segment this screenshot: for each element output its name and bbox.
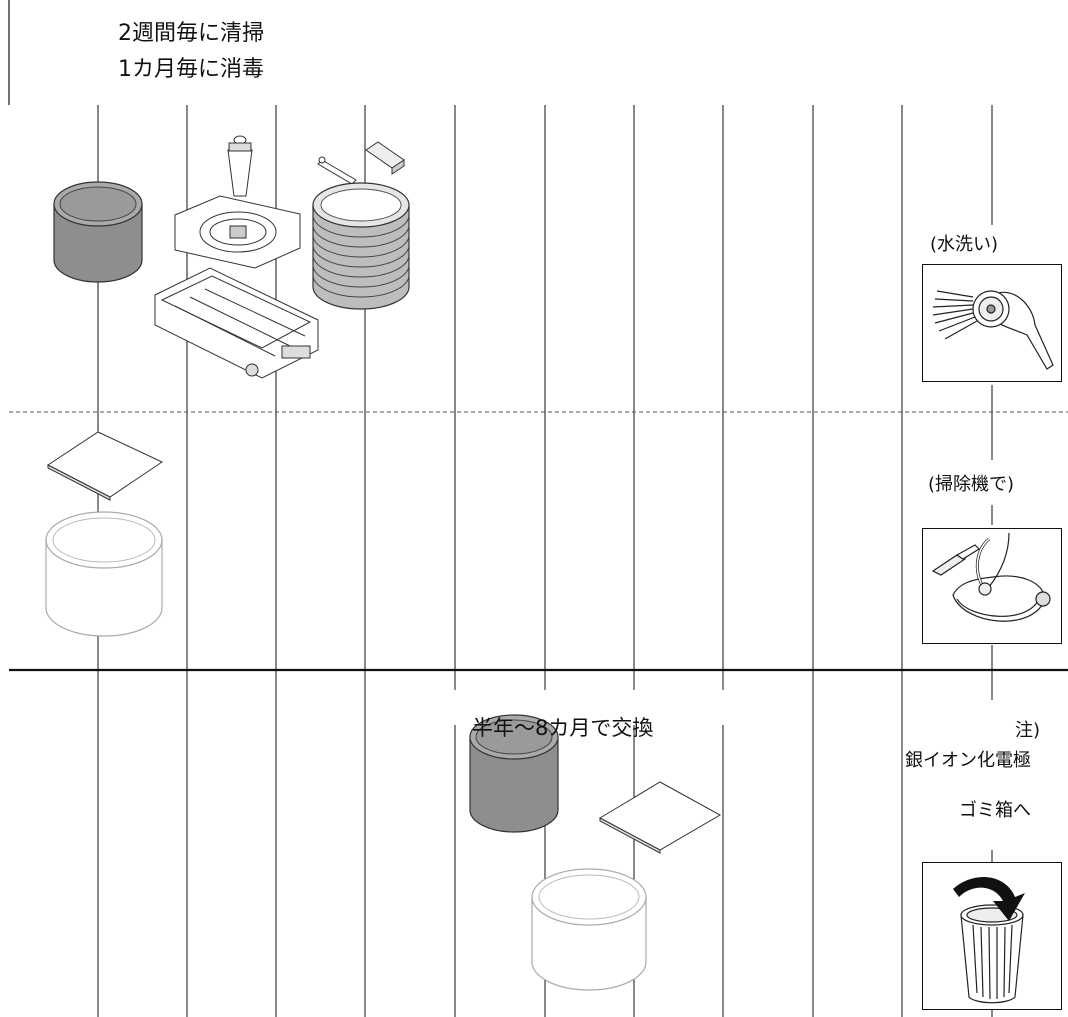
clean-interval-text: 2週間毎に清掃	[118, 21, 264, 46]
electrode-label: 銀イオン化電極	[905, 750, 1031, 771]
replace-sheet-icon	[598, 781, 722, 854]
wash-label: (水洗い)	[930, 234, 999, 255]
float-cone-icon	[227, 135, 253, 197]
base-tray-icon	[154, 267, 319, 379]
white-cylinder-icon	[45, 511, 163, 637]
vacuum-label: (掃除機で)	[928, 474, 1015, 495]
replace-interval-text: 半年〜8カ月で交換	[472, 716, 654, 740]
grid-lines	[97, 105, 993, 1017]
note-label: 注)	[1015, 720, 1041, 741]
arrow-down-icon	[953, 877, 1025, 921]
trash-illustration-box	[922, 862, 1062, 1010]
trash-label: ゴミ箱へ	[959, 800, 1031, 821]
replace-filter-cylinder-icon	[469, 714, 559, 833]
wash-illustration-box	[922, 264, 1062, 382]
rod-part-icon	[317, 156, 357, 185]
shower-head-icon	[932, 290, 1054, 370]
replace-white-cylinder-icon	[531, 868, 647, 991]
tray-plate-icon	[174, 195, 301, 269]
cap-part-icon	[365, 141, 405, 175]
trash-can-icon	[953, 877, 1025, 1004]
vacuum-cleaner-icon	[931, 532, 1051, 622]
electrode-coil-icon	[312, 182, 410, 310]
disinfect-interval-text: 1カ月毎に消毒	[118, 57, 264, 82]
vacuum-illustration-box	[922, 528, 1062, 644]
filter-sheet-icon	[47, 431, 164, 501]
filter-cylinder-icon	[53, 181, 143, 283]
